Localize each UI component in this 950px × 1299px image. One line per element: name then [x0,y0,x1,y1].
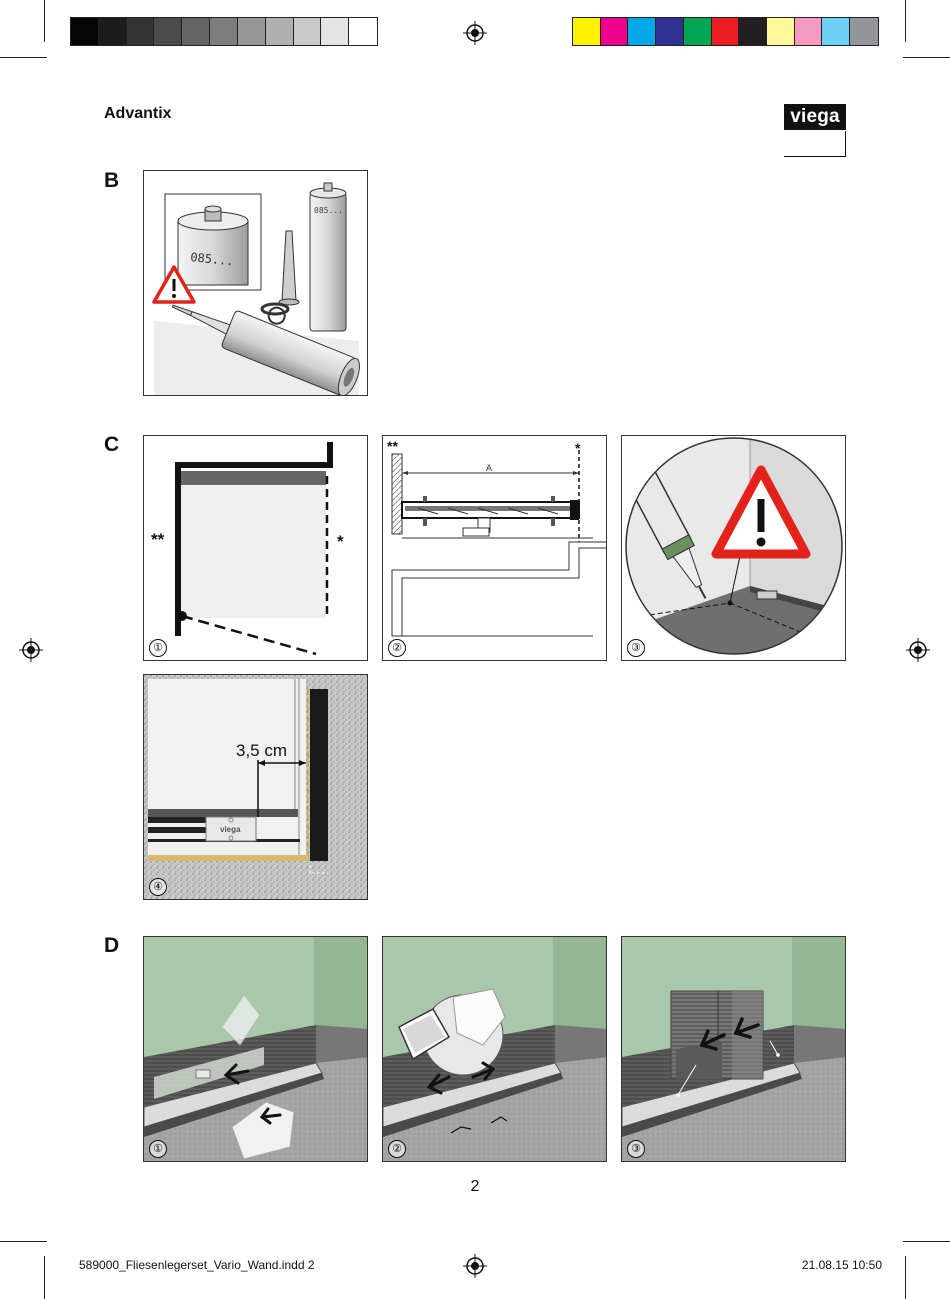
color-swatch [822,18,851,45]
svg-text:085...: 085... [190,250,235,268]
color-swatch [573,18,601,45]
registration-mark-icon [463,1254,487,1278]
color-swatch [237,18,266,45]
footer-filename: 589000_Fliesenlegerset_Vario_Wand.indd 2 [79,1258,315,1272]
crop-mark [905,0,906,42]
color-swatch [154,18,183,45]
page-number: 2 [470,1178,480,1195]
color-swatch [600,18,629,45]
svg-text:*: * [575,440,581,456]
svg-text:**: ** [387,438,398,454]
divider [784,156,846,157]
process-color-bar [572,17,879,46]
svg-text:*: * [337,532,344,551]
color-swatch [265,18,294,45]
can-label: 085... [314,206,343,215]
can-label: 085... [190,250,235,268]
registration-mark-icon [906,638,930,662]
crop-mark [905,1256,906,1299]
divider [845,131,846,157]
step-number: ③ [627,639,645,657]
registration-mark-icon [19,638,43,662]
crop-mark [903,57,950,58]
illustration-c3-sealant-warning: ③ [621,435,846,661]
dimension-a-label: A [486,463,492,473]
color-swatch [628,18,657,45]
svg-text:A: A [486,463,492,473]
color-swatch [126,18,155,45]
color-swatch [349,18,377,45]
section-letter-c: C [104,433,120,456]
marker-double-asterisk: ** [151,530,165,549]
illustration-d2-clean-surface: ② [382,936,607,1162]
color-swatch [739,18,768,45]
step-number: ① [149,639,167,657]
crop-mark [44,0,45,42]
step-number: ② [388,639,406,657]
step-number: ② [388,1140,406,1158]
color-swatch [683,18,712,45]
color-swatch [98,18,127,45]
section-letter-d: D [104,934,120,957]
color-swatch [794,18,823,45]
illustration-c1-wall-layout: ** * ① [143,435,368,661]
marker-asterisk: * [337,532,344,551]
illustration-c2-section-drawing: A ** * ② [382,435,607,661]
illustration-d3-press-tile: ③ [621,936,846,1162]
illustration-b-sealant: 085... 085... [143,170,368,396]
grayscale-color-bar [70,17,378,46]
marker-asterisk: * [575,440,581,456]
crop-mark [0,1241,47,1242]
crop-mark [903,1241,950,1242]
illustration-c4-distance-3-5cm: viega 3,5 cm ④ [143,674,368,900]
color-swatch [293,18,322,45]
color-swatch [182,18,211,45]
color-swatch [850,18,878,45]
marker-double-asterisk: ** [387,438,398,454]
step-number: ④ [149,878,167,896]
section-letter-b: B [104,169,120,192]
distance-label: 3,5 cm [236,741,287,760]
crop-mark [0,57,47,58]
color-swatch [71,18,99,45]
crop-mark [44,1256,45,1299]
color-swatch [767,18,795,45]
step-number: ① [149,1140,167,1158]
svg-text:**: ** [151,530,165,549]
page-title: Advantix [104,105,172,122]
color-swatch [656,18,684,45]
brand-plate-label: viega [220,825,241,834]
step-number: ③ [627,1140,645,1158]
svg-text:viega: viega [220,825,241,834]
illustration-d1-remove-film: ① [143,936,368,1162]
color-swatch [210,18,238,45]
registration-mark-icon [463,21,487,45]
svg-text:3,5 cm: 3,5 cm [236,741,287,760]
color-swatch [321,18,350,45]
brand-logo: viega [784,104,846,130]
color-swatch [711,18,740,45]
svg-text:085...: 085... [314,206,343,215]
footer-timestamp: 21.08.15 10:50 [801,1258,882,1272]
